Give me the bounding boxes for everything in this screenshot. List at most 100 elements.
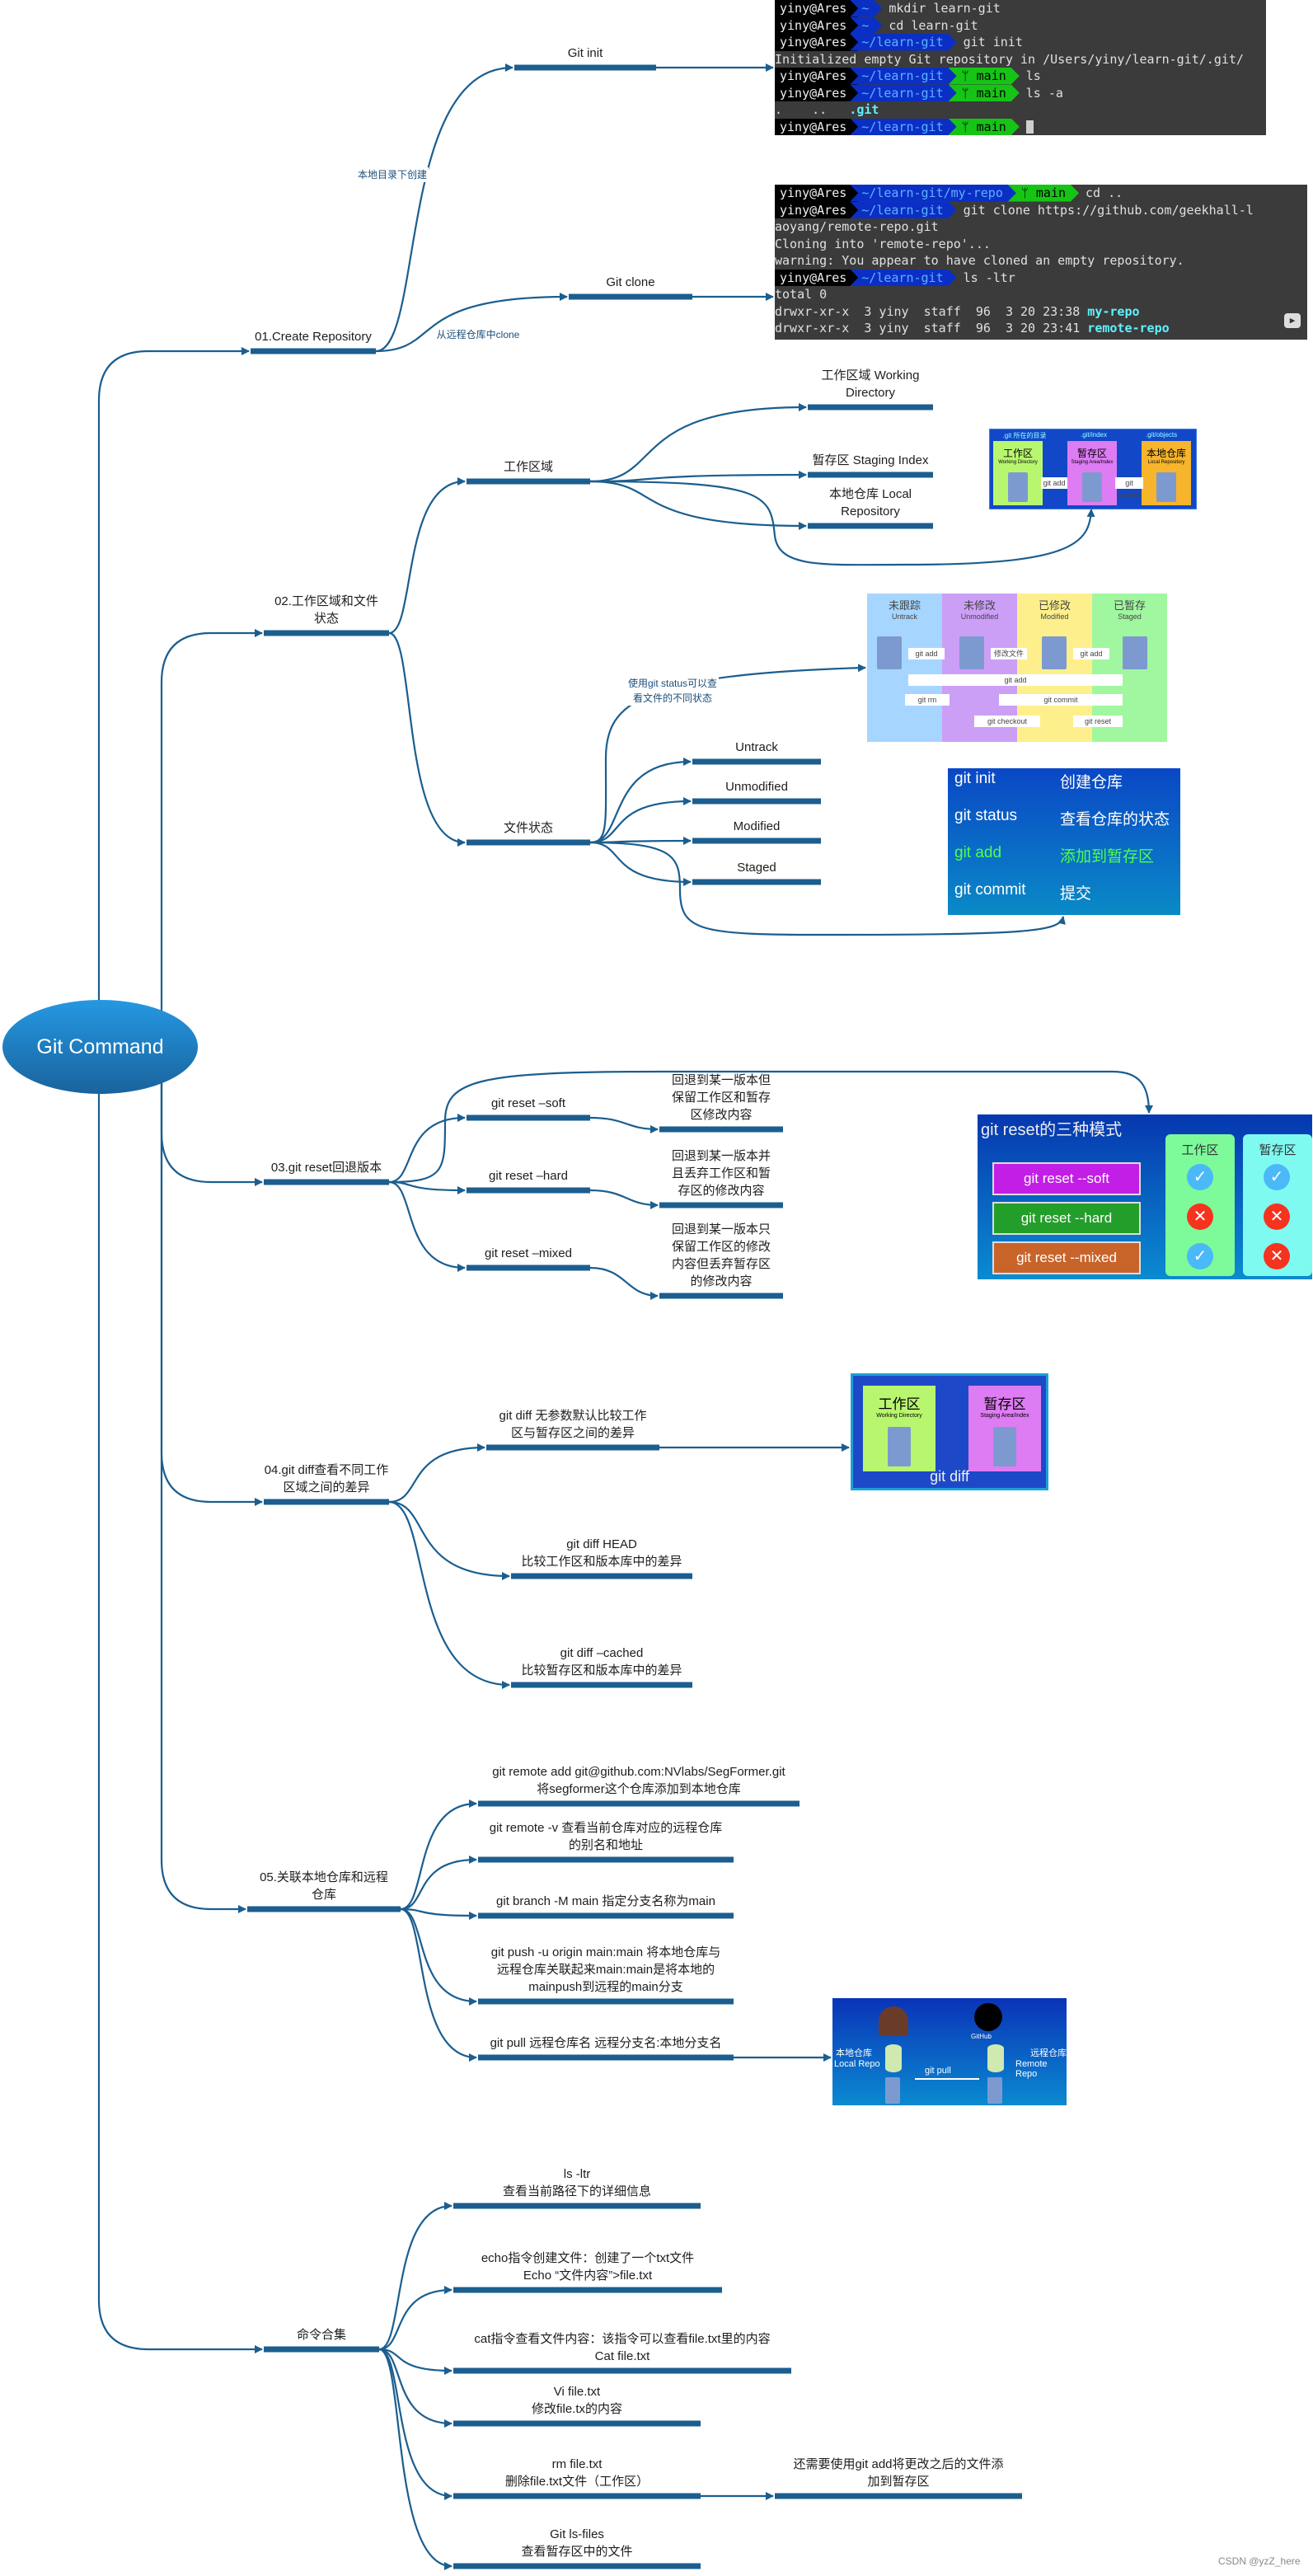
command-node-0-label[interactable]: ls -ltr 查看当前路径下的详细信息 [502,2167,651,2198]
git-diff-image: 工作区 Working Directory 暂存区 Staging Area/I… [851,1373,1048,1490]
git-branch-icon: ᛘ [961,85,977,101]
box-title: 本地仓库 [1146,448,1186,459]
reset-desc-label-0[interactable]: 回退到某一版本但 保留工作区和暂存 区修改内容 [671,1073,771,1122]
remote-cmd-node-3-label[interactable]: git push -u origin main:main 将本地仓库与 远程仓库… [490,1945,721,1994]
box-sub: Staging Area/Index [1071,460,1114,465]
reset-mode-node-0-label[interactable]: git reset –soft [490,1096,566,1110]
branch-node-2-label[interactable]: 03.git reset回退版本 [270,1161,382,1175]
state-title: 已修改 [1038,599,1071,612]
reset-desc-connector-1 [589,1189,659,1209]
reset-desc-label-2[interactable]: 回退到某一版本只 保留工作区的修改 内容但丢弃暂存区 的修改内容 [671,1222,771,1288]
box-title: 暂存区 [1076,448,1107,459]
working-directory-node-label[interactable]: 工作区域 Working Directory [821,368,920,400]
git-diff-cached-node-label[interactable]: git diff –cached 比较暂存区和版本库中的差异 [521,1646,682,1677]
remote-cmd-node-4-label[interactable]: git pull 远程仓库名 远程分支名:本地分支名 [490,2036,722,2050]
status-untrack-node-label[interactable]: Untrack [735,740,778,754]
github-label: GitHub [971,2033,992,2040]
prompt-branch: ᛘ main [949,68,1020,85]
branch-node-3-label[interactable]: 04.git diff查看不同工作 区域之间的差异 [264,1463,389,1494]
box-sub: Working Directory [876,1413,922,1419]
branch-node-1-label[interactable]: 02.工作区域和文件 状态 [274,594,378,626]
to-file-states-image [589,664,866,844]
reset-modes-title: git reset的三种模式 [981,1121,1123,1139]
remote-cmd-node-1-label[interactable]: git remote -v 查看当前仓库对应的远程仓库 的别名和地址 [489,1821,723,1852]
working-directory-box: 工作区 Working Directory [863,1386,936,1471]
staging-area-box: 暂存区 Staging Area/Index [1067,441,1117,505]
arrow-git-reset: git reset [1073,716,1123,727]
git-file-icon [1123,636,1147,669]
git-file-icon [959,636,984,669]
status-unmodified-node-label[interactable]: Unmodified [725,780,788,794]
branch-node-4-label[interactable]: 05.关联本地仓库和远程 仓库 [260,1870,388,1902]
command-node-1-label[interactable]: echo指令创建文件：创建了一个txt文件 Echo “文件内容”>file.t… [481,2251,695,2283]
file-status-node-label[interactable]: 文件状态 [503,821,553,835]
git-pull-arrow [915,2078,979,2080]
reset-mode-button: git reset --hard [992,1202,1141,1235]
branch-name: main [976,85,1006,101]
command-node-5-label[interactable]: Git ls-files 查看暂存区中的文件 [521,2527,633,2559]
watermark: CSDN @yzZ_here [1218,2555,1301,2567]
reset-mode-node-2-label[interactable]: git reset –mixed [485,1246,572,1260]
git-pull-image: GitHub 本地仓库 Local Repo 远程仓库 Remote Repo … [832,1998,1067,2105]
terminal-line: yiny@Ares~mkdir learn-git [775,0,1266,17]
file-icon [1008,472,1028,502]
prompt-user: yiny@Ares [775,68,859,85]
reset-mode-node-2-connector [388,1180,466,1272]
local-repository-node-label[interactable]: 本地仓库 Local Repository [828,487,912,518]
reset-mode-node-1-label[interactable]: git reset –hard [489,1169,568,1183]
git-diff-head-node-label[interactable]: git diff HEAD 比较工作区和版本库中的差异 [521,1537,682,1569]
reset-desc-label-1[interactable]: 回退到某一版本并 且丢弃工作区和暂 存区的修改内容 [671,1149,771,1198]
branch-node-0-label[interactable]: 01.Create Repository [255,330,372,344]
remote-repo-title: 远程仓库 [1030,2048,1067,2058]
branch-name: main [1035,185,1067,200]
git-init-node-connector [375,63,513,353]
reset-mode-button: git reset --soft [992,1162,1141,1195]
column-title: 工作区 [1181,1143,1219,1157]
staging-index-node-label[interactable]: 暂存区 Staging Index [812,453,929,467]
remote-cmd-node-0-label[interactable]: git remote add git@github.com:NVlabs/Seg… [492,1765,785,1796]
root-node-git-command[interactable]: Git Command [2,1000,198,1094]
command-node-4-label[interactable]: rm file.txt 删除file.txt文件（工作区） [504,2457,649,2489]
prompt-user: yiny@Ares [775,84,859,101]
git-diff-node-label[interactable]: git diff 无参数默认比较工作 区与暂存区之间的差异 [499,1409,647,1440]
output-text: aoyang/remote-repo.git [775,219,939,234]
git-branch-icon: ᛘ [961,68,977,83]
git-diff-node-connector [388,1443,485,1504]
state-sub: Unmodified [960,612,999,621]
command-name: git status [954,807,1018,824]
command-description: 提交 [1060,885,1092,903]
remote-cmd-node-4-connector [400,1907,477,2062]
state-title: 未跟踪 [888,599,921,612]
status-modified-node-label[interactable]: Modified [733,819,781,833]
prompt-directory: ~/learn-git [850,85,956,102]
git-add-reminder-label[interactable]: 还需要使用git add将更改之后的文件添 加到暂存区 [793,2457,1004,2489]
command-row: git init 创建仓库 [954,770,1177,792]
remote-cmd-node-2-label[interactable]: git branch -M main 指定分支名称为main [496,1894,715,1908]
command-name: git add [954,844,1002,861]
command-node-2-label[interactable]: cat指令查看文件内容：该指令可以查看file.txt里的内容 Cat file… [474,2332,771,2363]
git-clone-node-label[interactable]: Git clone [606,275,655,289]
command-description: 创建仓库 [1060,774,1123,791]
command-node-4-connector [378,2348,453,2500]
command-name: git init [954,770,996,787]
status-staged-node-label[interactable]: Staged [737,861,776,875]
local-repo-sub: Local Repo [834,2059,880,2069]
terminal-line: . .. .git [775,101,1266,119]
branch-name: main [976,68,1006,83]
command-node-5-connector [378,2348,453,2570]
file-icon [1082,472,1102,502]
branch-node-5-label[interactable]: 命令合集 [296,2328,346,2342]
command-node-3-label[interactable]: Vi file.txt 修改file.tx的内容 [531,2385,622,2416]
command-node-1-connector [378,2286,453,2351]
terminal-line: drwxr-xr-x 3 yiny staff 96 3 20 23:41 re… [775,320,1307,337]
working-area-node-label[interactable]: 工作区域 [503,460,553,474]
git-init-node-label[interactable]: Git init [567,46,603,60]
local-database-icon [885,2044,902,2072]
command-node-0-connector [378,2202,453,2351]
arrow-git-add: git add [1073,648,1109,659]
